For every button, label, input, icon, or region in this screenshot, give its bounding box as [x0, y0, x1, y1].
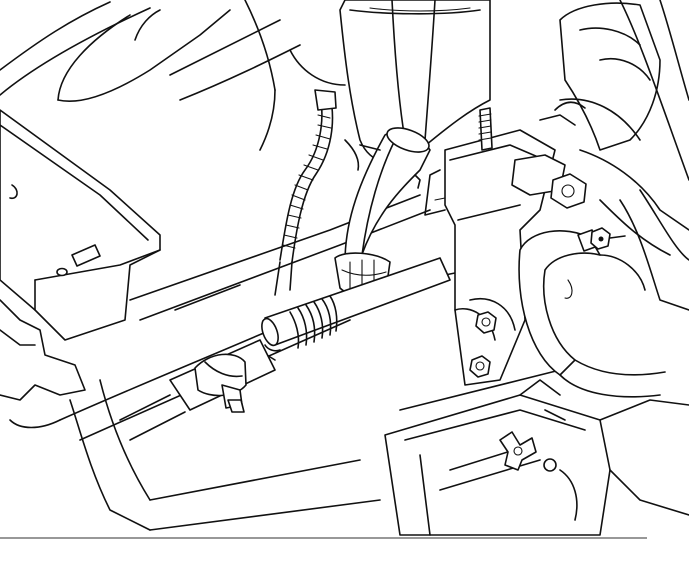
lower-right-tray [384, 379, 689, 536]
wiring-harness [274, 89, 337, 296]
misc-details [344, 101, 586, 201]
curved-coolant-hose [334, 127, 431, 298]
lower-hose-with-clamp [119, 339, 276, 441]
upper-left-body-panel [0, 0, 301, 151]
left-mounting-shelf [0, 109, 161, 429]
mounting-bracket [424, 107, 587, 386]
right-manifold [559, 0, 689, 256]
right-hose-loop [518, 189, 689, 398]
